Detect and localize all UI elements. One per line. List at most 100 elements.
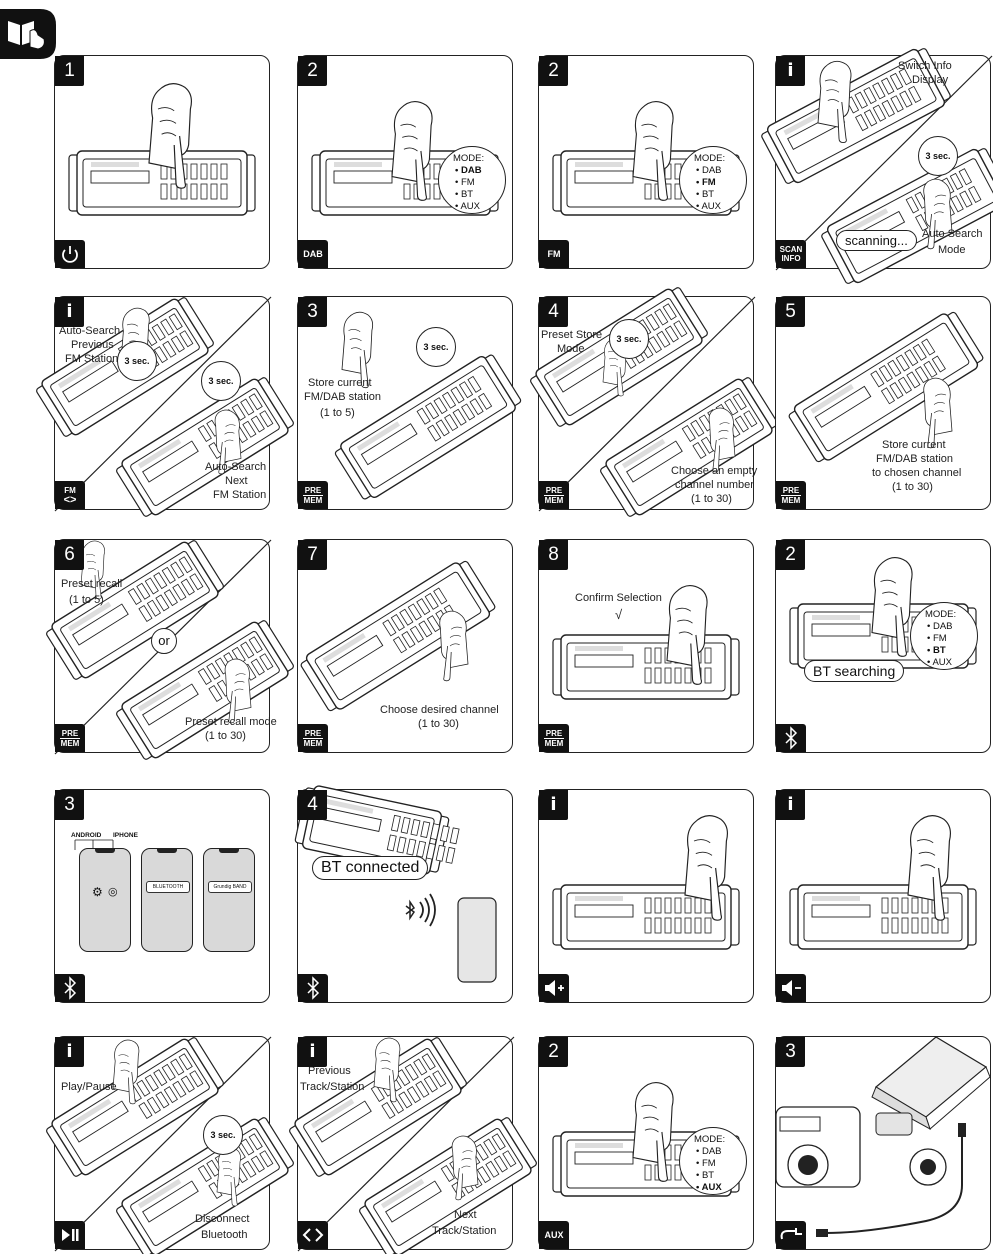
panel-illustration bbox=[300, 560, 496, 712]
step-number: 2 bbox=[539, 1037, 568, 1067]
mode-option: • DAB bbox=[696, 1146, 722, 1157]
panel-illustration bbox=[530, 287, 778, 517]
instruction-label: (1 to 30) bbox=[892, 481, 933, 493]
mode-selector-callout: MODE:• DAB• FM• BT• AUX bbox=[679, 146, 747, 214]
step-number: 7 bbox=[298, 540, 327, 570]
instruction-label: (1 to 30) bbox=[205, 730, 246, 742]
phone-device-list: Grundig BAND bbox=[203, 848, 255, 952]
radio-front bbox=[116, 377, 294, 517]
phone-bluetooth: BLUETOOTH bbox=[141, 848, 193, 952]
pointing-hand bbox=[907, 815, 951, 921]
pointing-hand bbox=[341, 311, 374, 389]
panel-illustration bbox=[74, 839, 114, 854]
pointing-hand bbox=[216, 1147, 241, 1207]
status-bubble: BT searching bbox=[804, 660, 905, 682]
iphone-label: IPHONE bbox=[113, 832, 138, 839]
instruction-label: (1 to 5) bbox=[69, 594, 104, 606]
pointing-hand bbox=[817, 60, 852, 144]
radio-front bbox=[68, 150, 256, 216]
device-entry: Grundig BAND bbox=[208, 881, 252, 893]
instruction-label: Auto-Search bbox=[205, 461, 267, 473]
instruction-panel: i bbox=[775, 789, 991, 1003]
instruction-label: to chosen channel bbox=[872, 467, 962, 479]
instruction-label: Choose an empty bbox=[671, 465, 758, 477]
step-number: 3 bbox=[298, 297, 327, 327]
android-label: ANDROID bbox=[71, 832, 102, 839]
pointing-hand bbox=[871, 557, 913, 657]
power-icon bbox=[55, 240, 85, 268]
mode-option: • BT bbox=[696, 189, 715, 200]
step-number: 2 bbox=[298, 56, 327, 86]
pointing-hand bbox=[224, 658, 252, 724]
instruction-panel: 3 bbox=[775, 1036, 991, 1250]
pointing-hand bbox=[214, 409, 242, 475]
instruction-label: Choose desired channel bbox=[380, 704, 499, 716]
instruction-label: Mode bbox=[557, 343, 585, 355]
mode-option: • FM bbox=[927, 633, 947, 644]
hold-timer-callout: 3 sec. bbox=[416, 327, 456, 367]
phone-settings: ⚙◎ bbox=[79, 848, 131, 952]
panel-illustration bbox=[46, 1036, 294, 1254]
instruction-label: Store current bbox=[882, 439, 946, 451]
mode-title: MODE: bbox=[694, 1134, 726, 1145]
instruction-label: Bluetooth bbox=[201, 1229, 248, 1241]
hold-timer-callout: 3 sec. bbox=[203, 1115, 243, 1155]
instruction-label: FM Station bbox=[65, 353, 119, 365]
radio-front bbox=[552, 884, 740, 950]
bluetooth-toggle: BLUETOOTH bbox=[146, 881, 190, 893]
instruction-label: Previous bbox=[71, 339, 114, 351]
hold-timer-callout: 3 sec. bbox=[117, 341, 157, 381]
mode-option: • FM bbox=[696, 177, 716, 188]
mode-option: • AUX bbox=[927, 657, 952, 668]
hold-timer-callout: 3 sec. bbox=[918, 136, 958, 176]
step-number: 3 bbox=[776, 1037, 805, 1067]
mode-option: • DAB bbox=[455, 165, 482, 176]
radio-front bbox=[46, 540, 224, 680]
mode-option: • BT bbox=[927, 645, 946, 656]
settings-icon: ◎ bbox=[108, 886, 118, 898]
step-number: i bbox=[298, 1037, 327, 1067]
step-number: i bbox=[55, 297, 84, 327]
mode-selector-callout: MODE:• DAB• FM• BT• AUX bbox=[910, 602, 978, 670]
instruction-label: Next bbox=[225, 475, 248, 487]
step-number: i bbox=[539, 790, 568, 820]
hold-timer-callout: 3 sec. bbox=[609, 319, 649, 359]
radio-front bbox=[788, 311, 984, 463]
mode-option: • DAB bbox=[696, 165, 722, 176]
instruction-label: FM/DAB station bbox=[876, 453, 954, 465]
bluetooth-icon bbox=[776, 724, 806, 752]
mode-option: • AUX bbox=[455, 201, 480, 212]
mode-option: • DAB bbox=[927, 621, 953, 632]
mode-badge-dab: DAB bbox=[298, 240, 328, 268]
instruction-label: Previous bbox=[308, 1065, 351, 1077]
instruction-label: Next bbox=[454, 1209, 477, 1221]
mode-badge-aux: AUX bbox=[539, 1221, 569, 1249]
radio-front bbox=[300, 560, 496, 712]
radio-front bbox=[46, 1037, 224, 1177]
pointing-hand bbox=[373, 1037, 401, 1103]
mode-selector-callout: MODE:• DAB• FM• BT• AUX bbox=[679, 1127, 747, 1195]
panel-illustration bbox=[46, 539, 294, 760]
mode-option: • BT bbox=[455, 189, 474, 200]
instruction-panel: ANDROID IPHONE ⚙◎ BLUETOOTH Grundig BAND… bbox=[54, 789, 270, 1003]
panel-illustration bbox=[289, 1036, 537, 1254]
pointing-hand bbox=[148, 83, 192, 189]
volume-down-icon bbox=[776, 974, 806, 1002]
pointing-hand bbox=[708, 407, 736, 473]
panel-illustration bbox=[552, 585, 740, 700]
step-number: 3 bbox=[55, 790, 84, 820]
panel-illustration bbox=[789, 815, 977, 950]
pointing-hand bbox=[684, 815, 728, 921]
